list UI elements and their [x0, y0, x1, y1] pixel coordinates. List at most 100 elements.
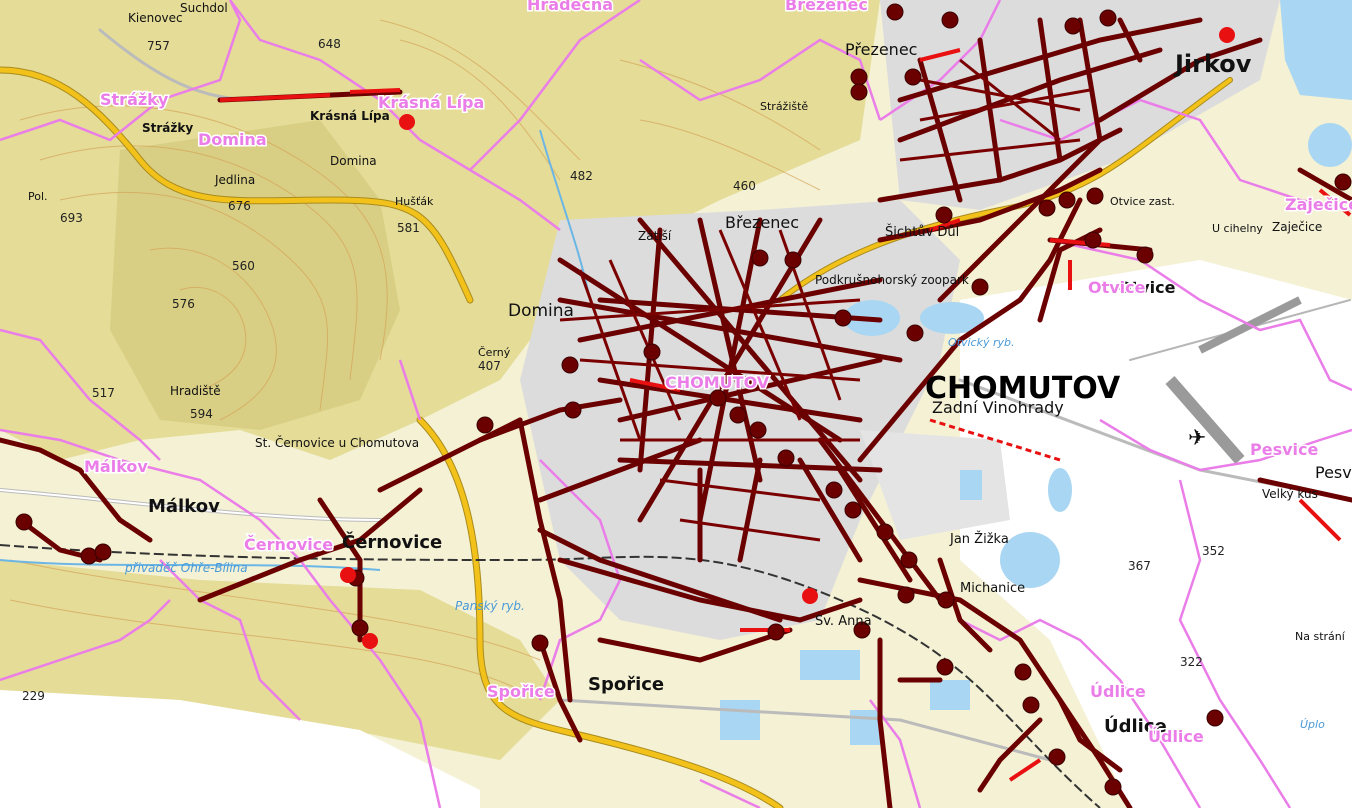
network-node[interactable] [935, 206, 953, 224]
network-node[interactable] [936, 658, 954, 676]
network-node[interactable] [906, 324, 924, 342]
spot-height: 460 [733, 179, 756, 193]
place-label-michanice: Michanice [960, 581, 1025, 596]
network-node[interactable] [784, 251, 802, 269]
municipality-label-malkov: Málkov [84, 457, 148, 476]
forest-area [0, 560, 560, 760]
network-node[interactable] [886, 3, 904, 21]
network-node[interactable] [850, 68, 868, 86]
network-node[interactable] [80, 547, 98, 565]
network-node[interactable] [825, 481, 843, 499]
municipality-label-domina: Domina [198, 130, 267, 149]
network-node[interactable] [904, 68, 922, 86]
network-node[interactable] [941, 11, 959, 29]
place-label-domina-2: Domina [508, 301, 574, 321]
network-node[interactable] [564, 401, 582, 419]
network-node[interactable] [1014, 663, 1032, 681]
place-label-zajecice: Zaječice [1272, 220, 1322, 234]
place-label-strazky: Strážky [142, 121, 193, 135]
spot-heights: 757 648 693 676 560 576 517 594 581 482 … [22, 37, 1225, 703]
network-node[interactable] [1136, 246, 1154, 264]
municipality-label-hradecna: Hrádečná [527, 0, 613, 14]
network-node[interactable] [709, 389, 727, 407]
municipality-label-krasna-lipa: Krásná Lípa [378, 93, 484, 112]
municipality-label-zajecice: Zaječice [1285, 195, 1352, 214]
network-node[interactable] [767, 623, 785, 641]
network-node[interactable] [1206, 709, 1224, 727]
network-node[interactable] [561, 356, 579, 374]
canal-label: přivaděč Ohře-Bílina [124, 561, 248, 575]
highlight-node[interactable] [802, 588, 818, 604]
highlight-node[interactable] [1219, 27, 1235, 43]
place-label-krasna-lipa: Krásná Lípa [310, 109, 390, 123]
spot-height: 576 [172, 297, 195, 311]
place-label-udlice: Údlice [1104, 715, 1167, 737]
network-node[interactable] [897, 586, 915, 604]
network-node[interactable] [1084, 231, 1102, 249]
lake-jirkov [1280, 0, 1352, 100]
highlight-nodes [340, 27, 1235, 649]
place-label-zadni-vinohrady: Zadní Vinohrady [932, 398, 1064, 417]
pond [720, 700, 760, 740]
network-node[interactable] [900, 551, 918, 569]
pond [800, 650, 860, 680]
place-label-otvice: Otvice [1118, 278, 1176, 297]
network-node[interactable] [94, 543, 112, 561]
municipality-label-otvice: Otvice [1088, 278, 1146, 297]
place-label-chomutov: CHOMUTOV [925, 371, 1121, 406]
highlight-node[interactable] [340, 567, 356, 583]
place-label-velky-kus: Velký kus [1262, 487, 1318, 501]
place-label-na-strani: Na strání [1295, 630, 1346, 643]
spot-height: 560 [232, 259, 255, 273]
network-node[interactable] [1099, 9, 1117, 27]
spot-height: 517 [92, 386, 115, 400]
airport-icon: ✈ [1188, 426, 1206, 451]
network-node[interactable] [853, 621, 871, 639]
spot-height: 693 [60, 211, 83, 225]
network-node[interactable] [1086, 187, 1104, 205]
network-node[interactable] [476, 416, 494, 434]
network-node[interactable] [643, 343, 661, 361]
place-label-pol: Pol. [28, 190, 48, 203]
network-node[interactable] [1064, 17, 1082, 35]
network-node[interactable] [749, 421, 767, 439]
network-node[interactable] [751, 249, 769, 267]
pond [850, 710, 880, 745]
municipality-label-brezenec: Březenec [785, 0, 868, 14]
network-node[interactable] [844, 501, 862, 519]
place-label-malkov: Málkov [148, 496, 220, 517]
highlight-node[interactable] [399, 114, 415, 130]
network-node[interactable] [1104, 778, 1122, 796]
place-label-cerny: Černý [478, 346, 511, 359]
water-bodies [0, 0, 1352, 745]
network-node[interactable] [876, 523, 894, 541]
place-label-cernovice: Černovice [342, 531, 442, 553]
network-node[interactable] [531, 634, 549, 652]
network-node[interactable] [1038, 199, 1056, 217]
place-label-sv-anna: Sv. Anna [815, 614, 872, 629]
network-node[interactable] [1048, 748, 1066, 766]
network-node[interactable] [777, 449, 795, 467]
network-node[interactable] [1334, 173, 1352, 191]
network-node[interactable] [1058, 191, 1076, 209]
network-node[interactable] [971, 278, 989, 296]
airfield-runway [1165, 376, 1245, 464]
network-node[interactable] [1022, 696, 1040, 714]
railway [0, 544, 1101, 808]
place-label-otvice-zast: Otvice zast. [1110, 195, 1175, 208]
network-node[interactable] [937, 591, 955, 609]
urban-area [860, 430, 1010, 540]
municipality-label-pesvice: Pesvice [1250, 440, 1319, 459]
highlight-node[interactable] [362, 633, 378, 649]
spot-height: 482 [570, 169, 593, 183]
network-node[interactable] [850, 83, 868, 101]
network-node[interactable] [834, 309, 852, 327]
pond [930, 680, 970, 710]
network-node[interactable] [15, 513, 33, 531]
network-node[interactable] [351, 619, 369, 637]
open-land [960, 260, 1352, 808]
spot-height: 648 [318, 37, 341, 51]
network-node[interactable] [729, 406, 747, 424]
spot-height: 594 [190, 407, 213, 421]
